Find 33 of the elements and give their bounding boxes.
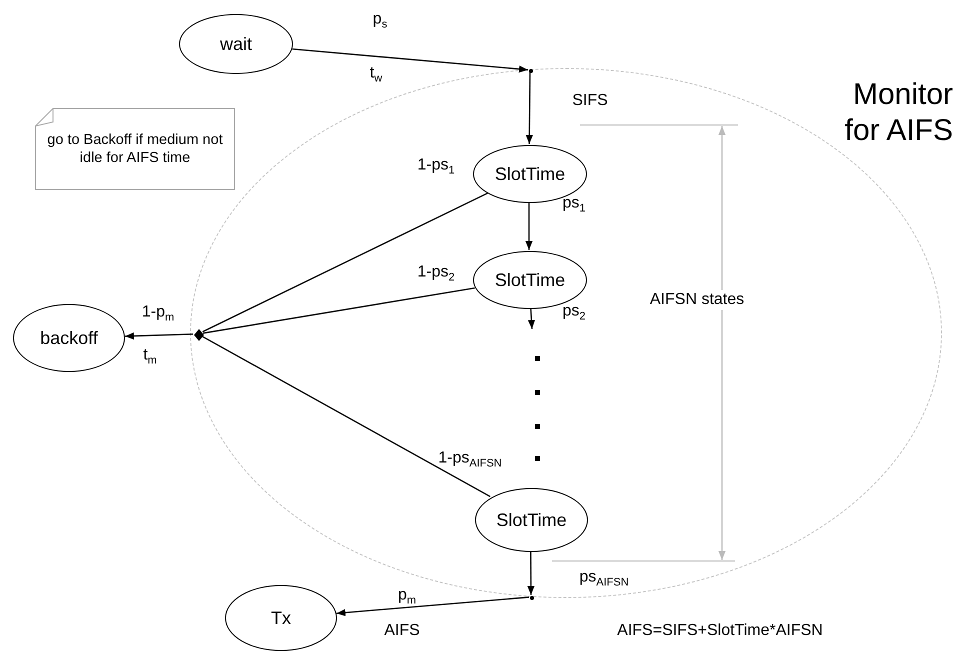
edge-label: p$_{m}$ [396, 586, 418, 608]
edge-label: 1-p$_{m}$ [140, 302, 176, 326]
state-label: SlotTime [496, 510, 567, 530]
arrow [525, 202, 533, 250]
edge-label: SIFS [571, 91, 609, 111]
edge-label: p$_{s}$ [372, 10, 388, 32]
arrow [292, 48, 528, 73]
edge-label: ps$_{1}$ [561, 194, 587, 216]
edge-label: ps$_{AIFSN}$ [578, 568, 630, 590]
state-label: Tx [271, 608, 291, 628]
arrow [124, 332, 194, 340]
state-label: SlotTime [494, 164, 566, 184]
state-label: backoff [40, 328, 98, 348]
timing-label: AIFS [383, 621, 421, 641]
edge-label: 1-ps$_{1}$ [416, 156, 456, 178]
state-label: wait [220, 34, 252, 54]
arrow [528, 308, 536, 330]
junction-point [530, 596, 534, 600]
timing-label: t$_{w}$ [368, 64, 384, 86]
arrow [336, 596, 530, 616]
dimension-label: AIFSN states [648, 290, 746, 310]
state-label: SlotTime [494, 270, 566, 290]
region-heading: Monitor for AIFS [844, 77, 953, 149]
edge-label: 1-ps$_{2}$ [416, 262, 456, 286]
timing-label: t$_{m}$ [142, 346, 158, 368]
junction-point [529, 69, 533, 73]
note-box [35, 108, 235, 190]
edge-label: ps$_{2}$ [561, 302, 587, 324]
edge-label: 1-ps$_{AIFSN}$ [437, 448, 503, 472]
formula-text: AIFS=SIFS+SlotTime*AIFSN [616, 621, 824, 641]
note-text: go to Backoff if medium not idle for AIFS time [46, 131, 224, 167]
arrow [526, 72, 533, 144]
arrow [527, 551, 535, 595]
